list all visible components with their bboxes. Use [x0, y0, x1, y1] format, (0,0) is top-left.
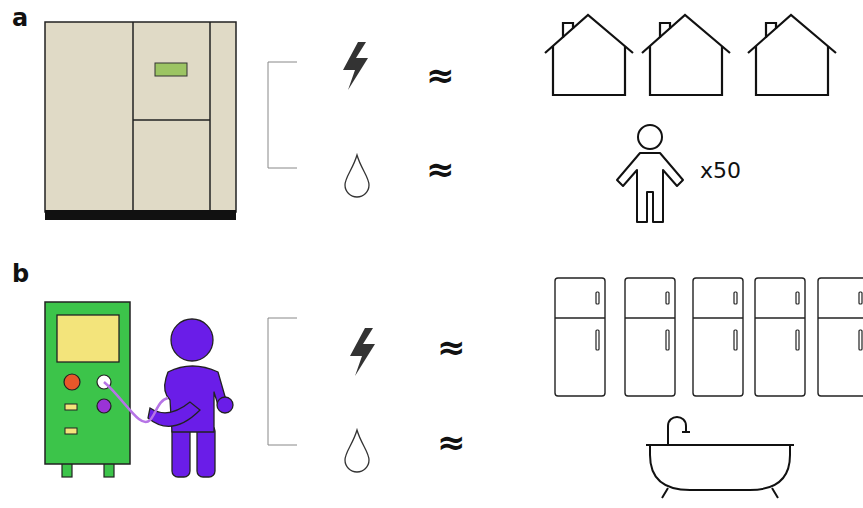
small-machine	[45, 302, 130, 477]
approx-sign: ≈	[437, 330, 466, 364]
tube	[104, 382, 168, 422]
fridges	[555, 278, 863, 396]
approx-sign: ≈	[437, 425, 466, 459]
approx-sign: ≈	[426, 58, 455, 92]
multiplier: x50	[700, 160, 741, 182]
panel-letter: b	[12, 262, 29, 286]
bracket	[268, 62, 297, 168]
bracket	[268, 318, 297, 445]
approx-sign: ≈	[426, 152, 455, 186]
person-icon	[617, 125, 683, 222]
houses	[545, 15, 836, 95]
patient-icon	[148, 319, 233, 477]
large-machine	[45, 22, 236, 220]
energy-icon	[343, 42, 368, 90]
bathtub-icon	[646, 417, 794, 498]
panel-letter: a	[12, 6, 28, 30]
energy-icon	[350, 328, 375, 376]
water-icon	[345, 430, 369, 472]
water-icon	[345, 155, 369, 197]
